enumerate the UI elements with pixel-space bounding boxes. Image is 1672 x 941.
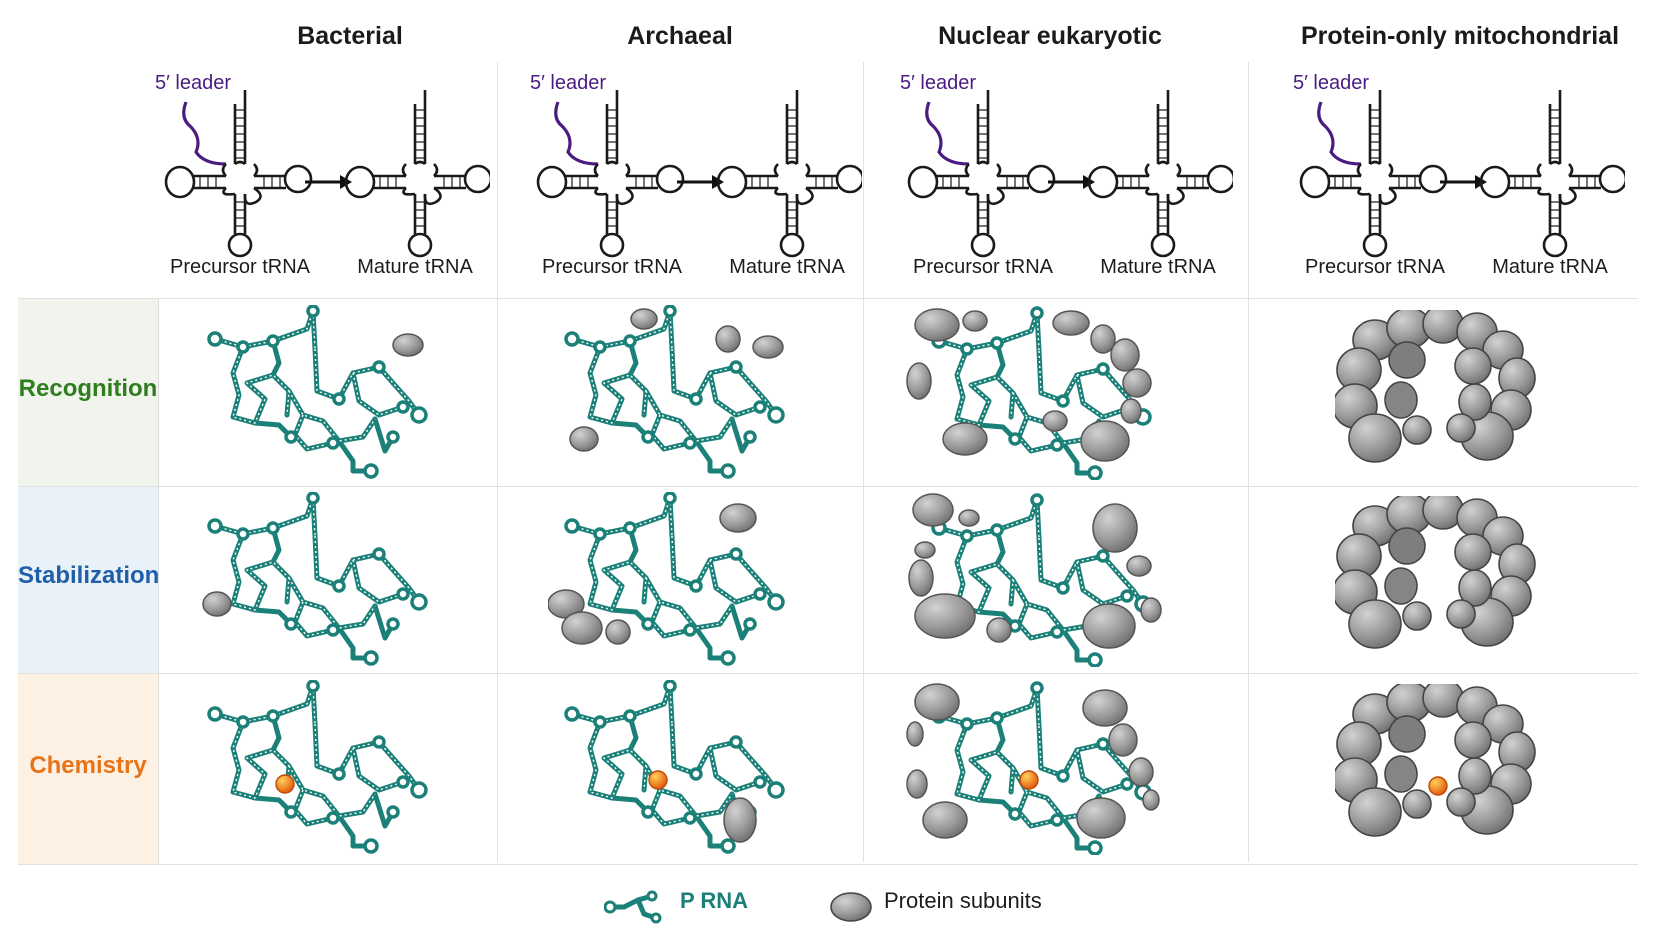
row-label-chemistry: Chemistry: [29, 752, 147, 779]
protein-subunit-icon: [202, 591, 232, 617]
protein-subunit-icon: [630, 308, 658, 330]
precursor-label-mitochondrial: Precursor tRNA: [1304, 256, 1446, 278]
trna-processing-archaeal: [536, 88, 862, 258]
leader-strand-icon: [925, 101, 970, 166]
trna-processing-nuclear: [907, 88, 1233, 258]
bacterial-recognition-diagram: [195, 305, 435, 480]
mature-trna-icon: [1479, 88, 1625, 258]
mature-label-bacterial: Mature tRNA: [357, 256, 473, 278]
precursor-label-bacterial: Precursor tRNA: [169, 256, 311, 278]
mature-label-nuclear: Mature tRNA: [1100, 256, 1216, 278]
legend-p-rna-icon: [604, 890, 662, 924]
metal-ion-icon: [1019, 770, 1039, 790]
mature-label-mitochondrial: Mature tRNA: [1492, 256, 1608, 278]
leader-label-nuclear: 5′ leader: [900, 72, 977, 94]
grid-line-bottom: [18, 864, 1638, 865]
archaeal-chemistry-diagram: [548, 680, 808, 855]
archaeal-recognition-diagram: [548, 305, 808, 480]
legend-protein-label: Protein subunits: [884, 888, 1042, 913]
trna-processing-mitochondrial: [1299, 88, 1625, 258]
bacterial-chemistry-diagram: [195, 680, 435, 855]
row-label-stabilization-box: Stabilization: [18, 487, 159, 673]
p-rna-icon: [209, 306, 426, 477]
leader-label-archaeal: 5′ leader: [530, 72, 607, 94]
precursor-label-nuclear: Precursor tRNA: [912, 256, 1054, 278]
legend-p-rna-label: P RNA: [680, 888, 749, 913]
column-title-protein-only-mitochondrial: Protein-only mitochondrial: [1300, 22, 1620, 50]
row-label-recognition-box: Recognition: [18, 299, 159, 486]
protein-subunit-icon: [392, 333, 424, 357]
grid-line-row1: [18, 486, 1638, 487]
precursor-trna-icon: [536, 88, 685, 258]
mature-trna-icon: [344, 88, 490, 258]
protein-subunit-icon: [752, 335, 784, 359]
mature-label-archaeal: Mature tRNA: [729, 256, 845, 278]
p-rna-icon: [209, 493, 426, 664]
archaeal-stabilization-diagram: [548, 492, 808, 667]
protein-subunit-icon: [569, 426, 599, 452]
column-divider-2: [863, 62, 864, 862]
bacterial-stabilization-diagram: [202, 492, 435, 667]
column-title-bacterial: Bacterial: [297, 22, 403, 50]
column-divider-3: [1248, 62, 1249, 862]
mitochondrial-recognition-diagram: [1335, 310, 1536, 463]
precursor-trna-icon: [1299, 88, 1448, 258]
nuclear-chemistry-diagram: [906, 680, 1160, 855]
row-label-recognition: Recognition: [18, 375, 158, 402]
nuclear-recognition-diagram: [906, 305, 1165, 480]
column-title-archaeal: Archaeal: [627, 22, 733, 50]
precursor-label-archaeal: Precursor tRNA: [541, 256, 683, 278]
precursor-trna-icon: [907, 88, 1056, 258]
mature-trna-icon: [716, 88, 862, 258]
mature-trna-icon: [1087, 88, 1233, 258]
column-title-nuclear-eukaryotic: Nuclear eukaryotic: [938, 22, 1162, 50]
leader-strand-icon: [182, 101, 227, 166]
precursor-trna-icon: [164, 88, 313, 258]
leader-strand-icon: [1317, 101, 1362, 166]
nuclear-stabilization-diagram: [908, 492, 1162, 667]
protein-complex-icon: [1335, 310, 1536, 463]
p-rna-icon: [209, 681, 426, 852]
mitochondrial-stabilization-diagram: [1335, 496, 1536, 649]
protein-complex-icon: [1335, 496, 1536, 649]
trna-processing-bacterial: [164, 88, 490, 258]
protein-complex-icon: [1335, 684, 1536, 837]
column-divider-1: [497, 62, 498, 862]
protein-subunit-icon: [723, 797, 757, 843]
metal-ion-icon: [275, 774, 295, 794]
mitochondrial-chemistry-diagram: [1335, 684, 1536, 837]
row-label-chemistry-box: Chemistry: [18, 674, 159, 864]
grid-line-row2: [18, 673, 1638, 674]
legend-protein-icon: [830, 892, 872, 922]
p-rna-icon: [566, 306, 783, 477]
leader-label-bacterial: 5′ leader: [155, 72, 232, 94]
metal-ion-icon: [1428, 776, 1448, 796]
protein-subunit-icon: [715, 325, 741, 353]
leader-strand-icon: [554, 101, 599, 166]
row-label-stabilization: Stabilization: [18, 562, 160, 589]
leader-label-mitochondrial: 5′ leader: [1293, 72, 1370, 94]
grid-line-top: [18, 298, 1638, 299]
metal-ion-icon: [648, 770, 668, 790]
